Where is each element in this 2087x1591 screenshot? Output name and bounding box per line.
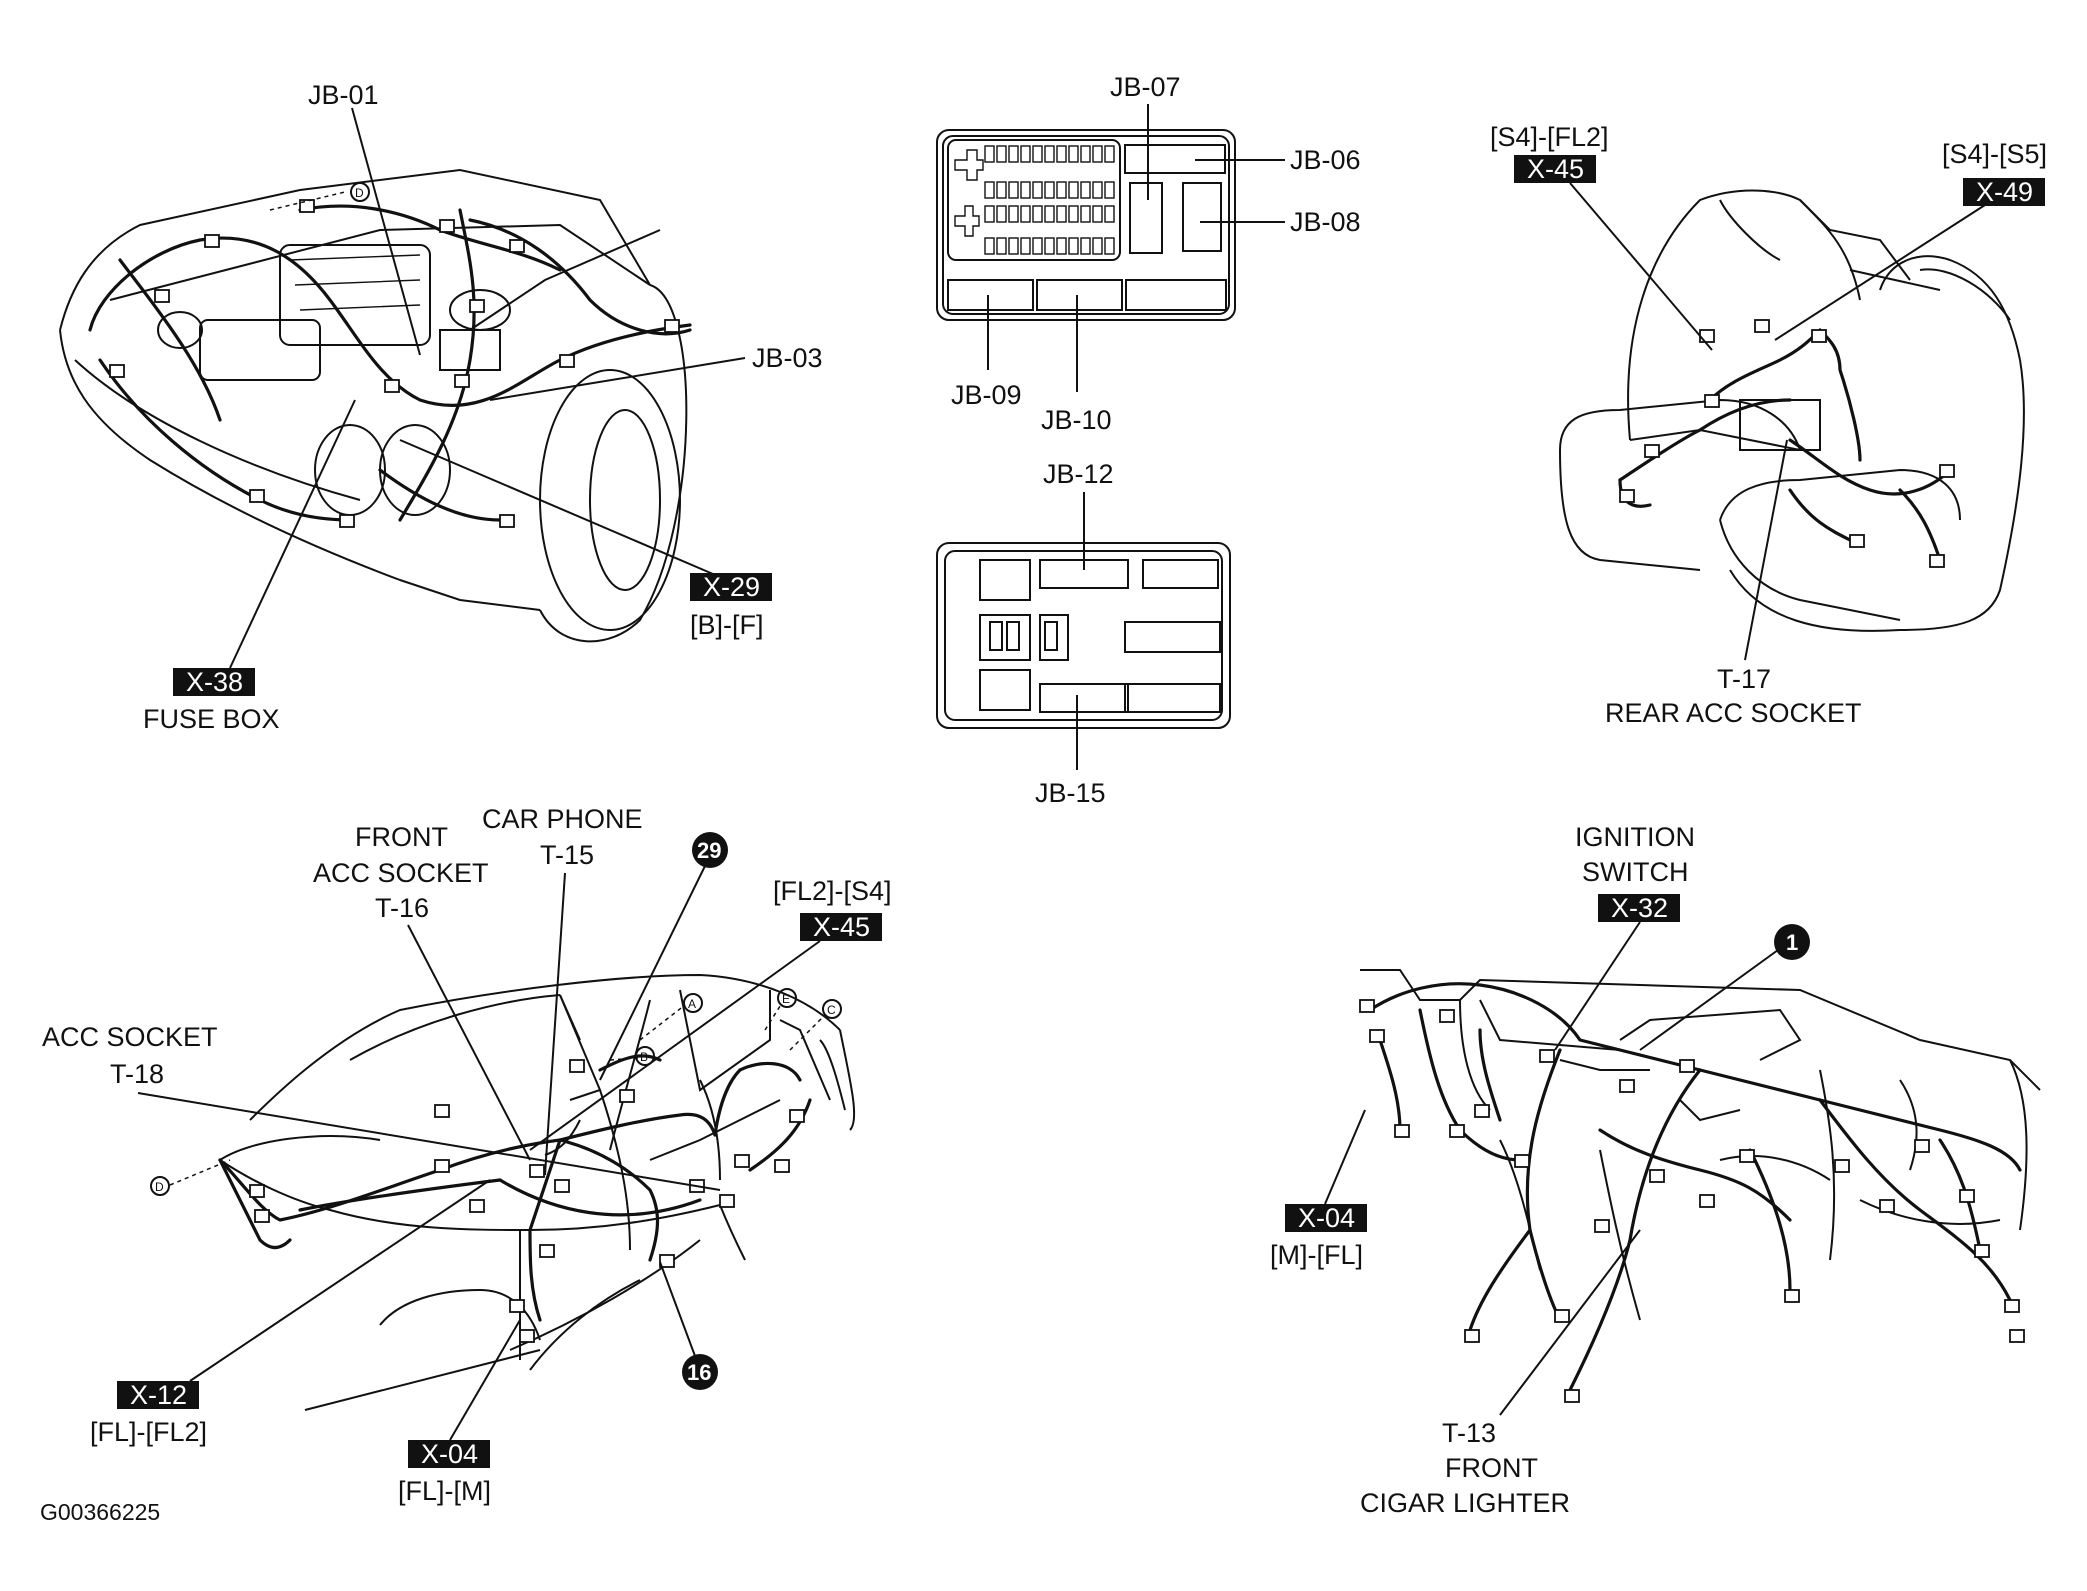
engine-bay-labels: JB-01 JB-03 X-29 [B]-[F] X-38 FUSE BOX [143,80,823,734]
label-1: 1 [1786,930,1798,955]
label-fuse-box: FUSE BOX [143,704,280,734]
label-acc-socket: ACC SOCKET [313,858,489,888]
label-acc-socket-2: ACC SOCKET [42,1022,218,1052]
label-jb08: JB-08 [1290,207,1361,237]
label-front-2: FRONT [1445,1453,1538,1483]
label-x04-right: X-04 [1298,1203,1355,1233]
ref-a: A [688,997,696,1011]
badge-x38 [173,668,255,696]
badge-x45-bottom [800,913,882,941]
badge-x04-right [1285,1204,1367,1232]
label-jb03: JB-03 [752,343,823,373]
badge-x12 [117,1381,199,1409]
badge-x32 [1598,894,1680,922]
label-front: FRONT [355,822,448,852]
ref-d-bottom: D [155,1180,164,1194]
label-16: 16 [687,1360,711,1385]
rear-seat-labels: [S4]-[FL2] X-45 [S4]-[S5] X-49 T-17 REAR… [1490,122,2047,728]
label-jb09: JB-09 [951,380,1022,410]
badge-circle-29 [692,832,728,868]
label-t18: T-18 [110,1059,164,1089]
car-side-illustration: D A B E C [150,973,856,1411]
label-x49: X-49 [1976,177,2033,207]
ref-b: B [640,1050,648,1064]
label-x29: X-29 [703,572,760,602]
badge-circle-16 [682,1354,718,1390]
label-rear-acc-socket: REAR ACC SOCKET [1605,698,1862,728]
junction-box-upper-labels: JB-07 JB-06 JB-08 JB-09 JB-10 [951,72,1361,435]
car-side-labels: FRONT ACC SOCKET T-16 CAR PHONE T-15 29 … [40,804,892,1525]
fuse-grid [954,145,1115,255]
figure-code: G00366225 [40,1499,160,1525]
label-fl-m: [FL]-[M] [398,1476,491,1506]
label-jb10: JB-10 [1041,405,1112,435]
badge-x29 [690,573,772,601]
label-x45-bottom: X-45 [813,912,870,942]
label-x29-sub: [B]-[F] [690,610,764,640]
label-switch: SWITCH [1582,857,1688,887]
label-29: 29 [697,838,721,863]
label-s4-fl2: [S4]-[FL2] [1490,122,1609,152]
badge-x45-top [1514,155,1596,183]
label-t15: T-15 [540,840,594,870]
label-t17: T-17 [1717,664,1771,694]
label-x38: X-38 [186,667,243,697]
label-ignition: IGNITION [1575,822,1695,852]
badge-circle-1 [1774,924,1810,960]
label-m-fl: [M]-[FL] [1270,1240,1363,1270]
label-x12: X-12 [130,1380,187,1410]
label-cigar-lighter: CIGAR LIGHTER [1360,1488,1570,1518]
badge-x49 [1963,178,2045,206]
ref-c: C [827,1003,836,1017]
label-s4-s5: [S4]-[S5] [1942,139,2047,169]
dashboard-illustration [1359,969,2041,1403]
label-t16: T-16 [375,893,429,923]
ref-e: E [782,992,790,1006]
label-jb07: JB-07 [1110,72,1181,102]
label-jb01: JB-01 [308,80,379,110]
ref-d-top: D [355,186,364,200]
label-x04-left: X-04 [421,1439,478,1469]
junction-box-lower-labels: JB-12 JB-15 [1035,459,1114,808]
label-car-phone: CAR PHONE [482,804,643,834]
label-jb06: JB-06 [1290,145,1361,175]
badge-x04-left [408,1440,490,1468]
label-t13: T-13 [1442,1418,1496,1448]
label-fl2-s4: [FL2]-[S4] [773,876,892,906]
label-fl-fl2: [FL]-[FL2] [90,1417,207,1447]
label-x32: X-32 [1611,893,1668,923]
label-jb15: JB-15 [1035,778,1106,808]
dashboard-labels: IGNITION SWITCH X-32 1 X-04 [M]-[FL] T-1… [1270,822,1810,1518]
label-jb12: JB-12 [1043,459,1114,489]
label-x45-top: X-45 [1527,154,1584,184]
junction-box-lower [936,542,1231,729]
engine-bay-illustration: D [59,168,692,643]
rear-seat-illustration [1559,189,2025,632]
junction-box-upper [936,129,1236,321]
